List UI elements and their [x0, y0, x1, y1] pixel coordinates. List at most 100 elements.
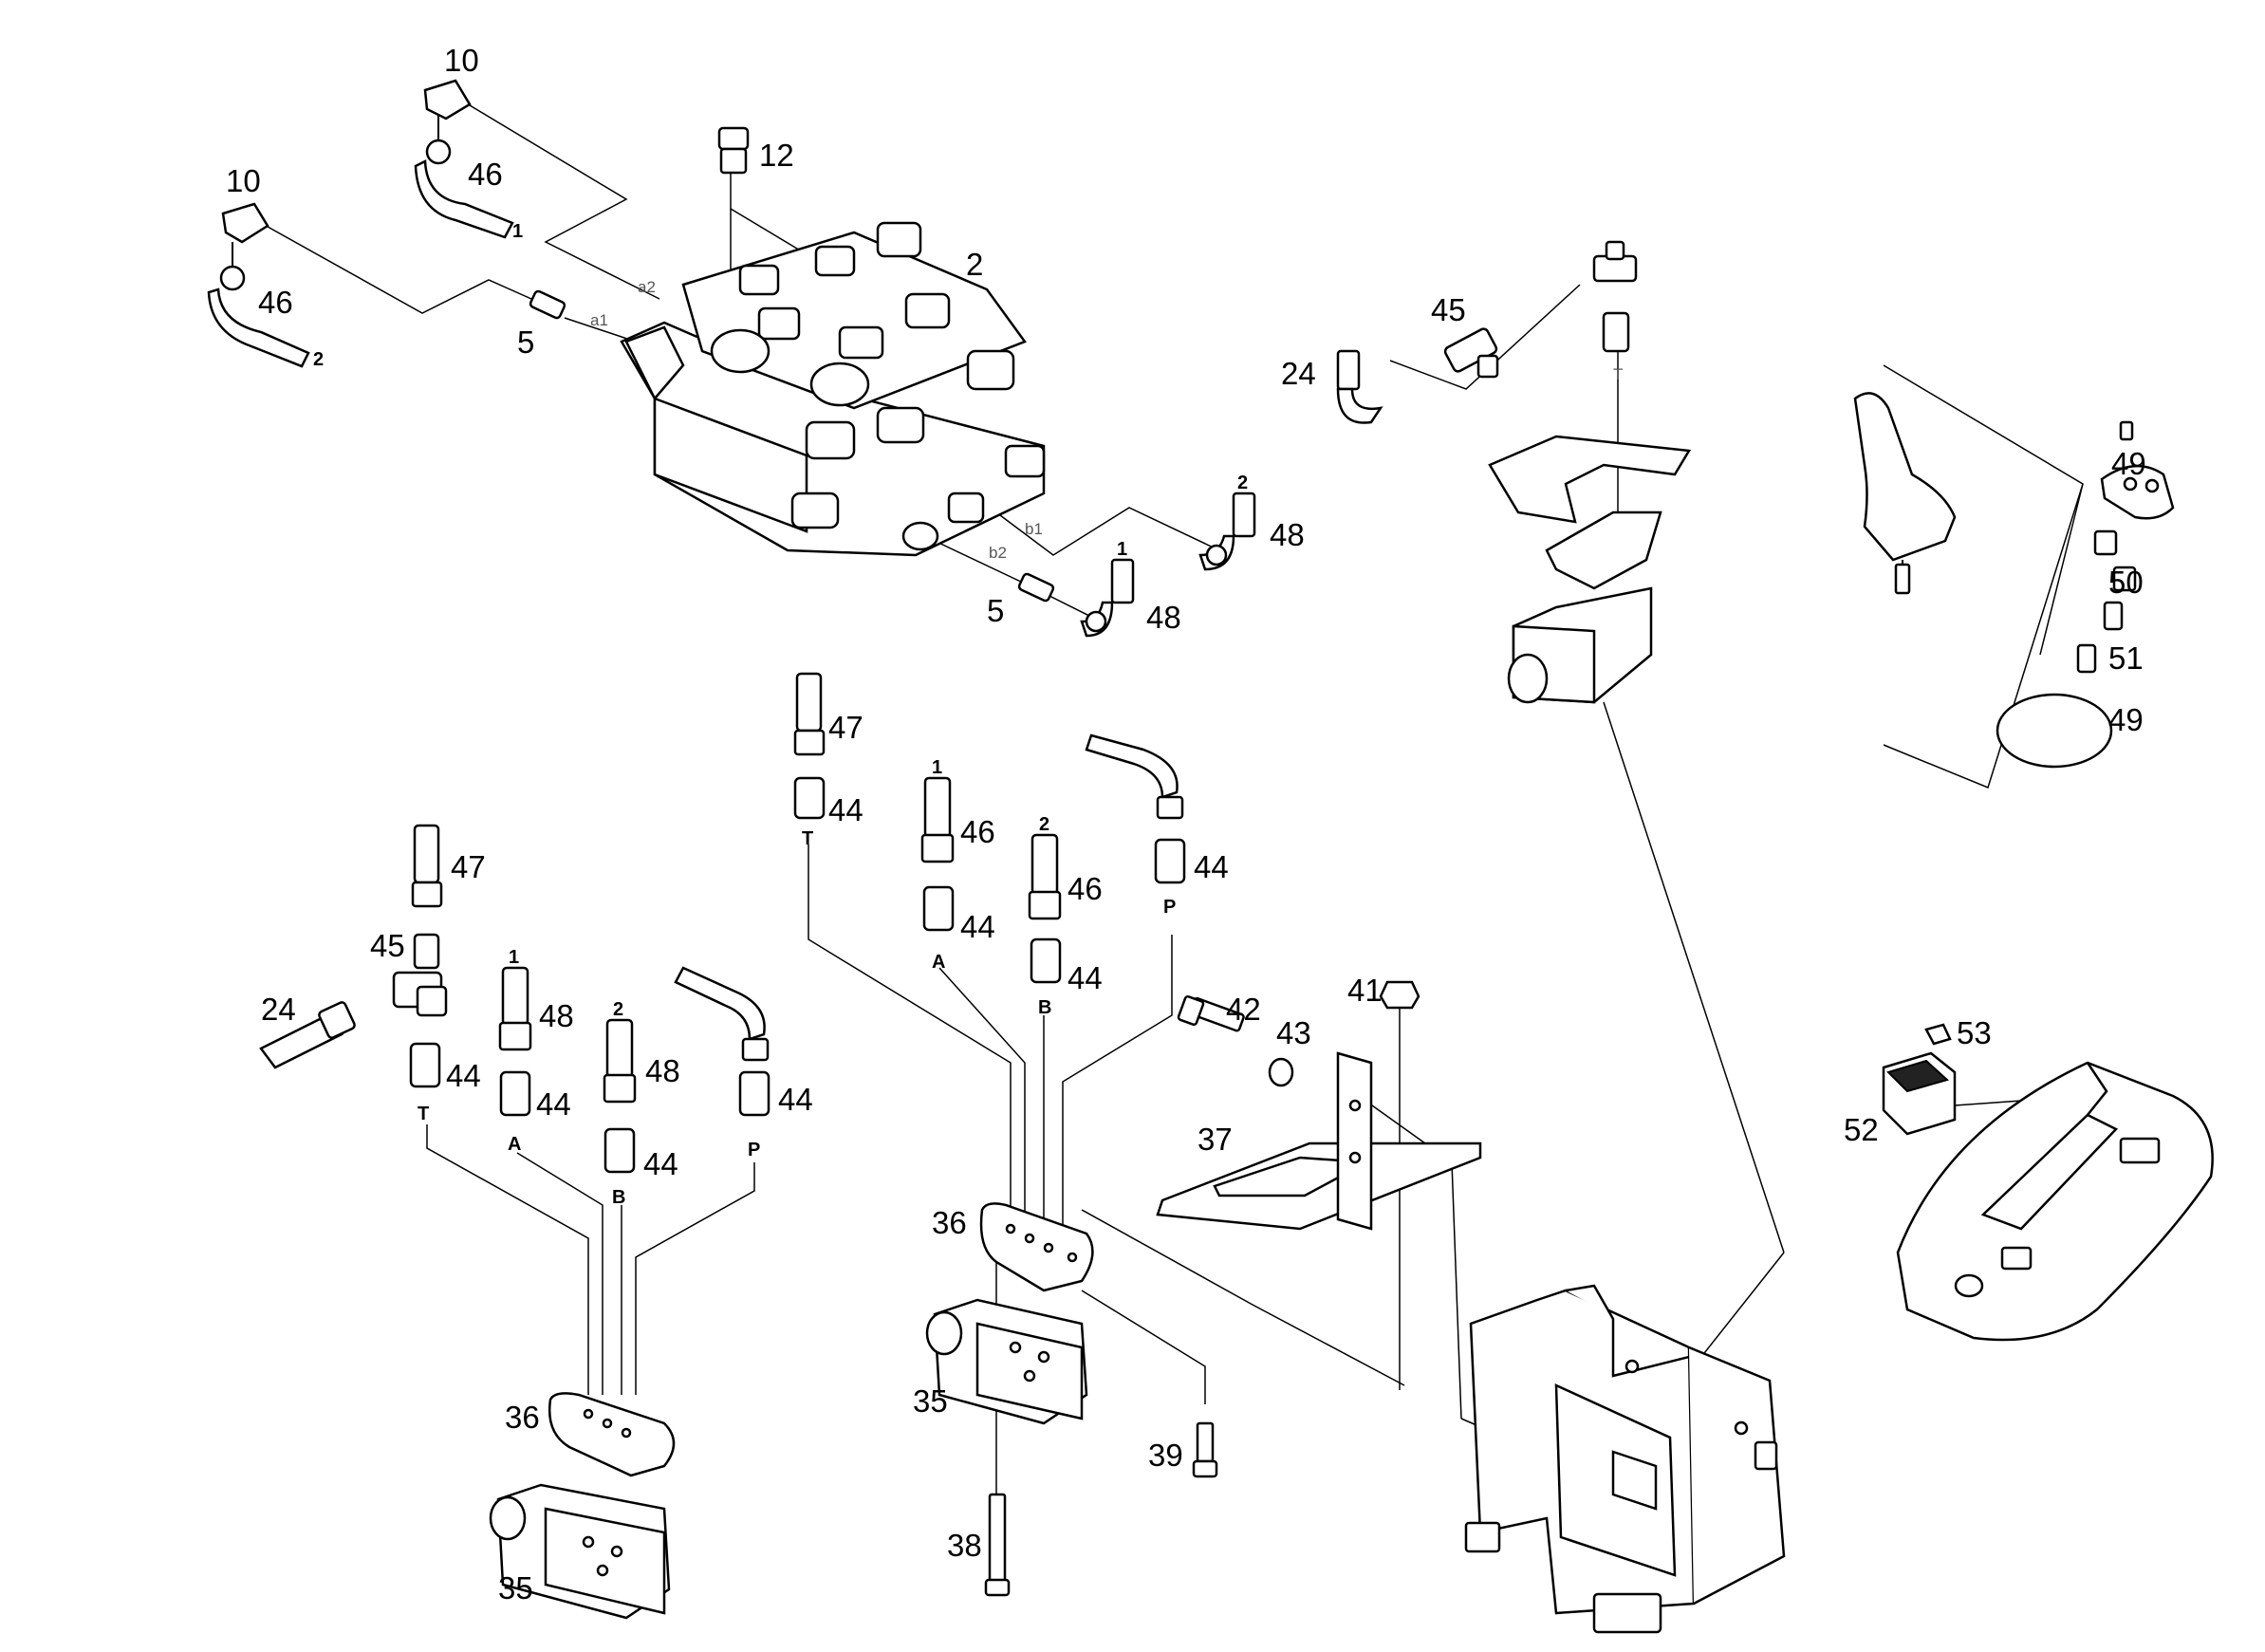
center-valve-35	[925, 1298, 1088, 1425]
left-tee-45	[392, 933, 448, 1017]
bracket-37	[1156, 1051, 1482, 1231]
center-hose-elbow-P	[1085, 733, 1184, 820]
callout-44: 44	[1068, 960, 1103, 995]
hose-mark-1: 1	[509, 947, 519, 968]
port-label-T: T	[802, 828, 813, 849]
center-hose-47	[793, 672, 826, 756]
callout-46: 46	[1068, 871, 1103, 906]
callout-44: 44	[536, 1086, 571, 1122]
switch-cap-53	[1924, 1023, 1952, 1046]
port-label-A: A	[932, 952, 945, 973]
callout-43: 43	[1276, 1015, 1311, 1050]
hose-mark-2: 2	[1039, 814, 1049, 835]
leader-lines	[260, 99, 2089, 1509]
console-cover	[1896, 1061, 2214, 1342]
callout-47: 47	[828, 710, 863, 745]
control-valve-block	[620, 221, 1046, 557]
callout-53: 53	[1957, 1015, 1992, 1050]
callout-46: 46	[468, 157, 503, 192]
callout-labels: 10 10 46 46 12 2 5 5 48 48 45 24 49 50 5…	[226, 43, 2146, 1606]
hose-mark-1: 1	[1117, 539, 1127, 560]
joystick-handle	[1853, 392, 1957, 595]
callout-35: 35	[913, 1383, 948, 1419]
bolt-38	[984, 1493, 1011, 1597]
hose-elbow-10-left	[219, 202, 269, 291]
left-valve-35	[489, 1483, 671, 1620]
left-adapter-44-P	[738, 1070, 770, 1117]
left-hose-elbow-P	[674, 966, 770, 1062]
callout-48: 48	[539, 998, 574, 1033]
callout-45: 45	[1431, 292, 1466, 327]
callout-2: 2	[966, 247, 983, 282]
left-hose-48-2	[603, 1018, 637, 1104]
port-label-b2: b2	[989, 544, 1007, 562]
joystick-base-plate	[1996, 693, 2113, 769]
port-label-P: P	[748, 1140, 760, 1160]
callout-44: 44	[778, 1082, 813, 1117]
hose-mark-1: 1	[932, 757, 942, 778]
callout-41: 41	[1347, 973, 1383, 1008]
port-label-a2: a2	[638, 278, 656, 296]
callout-24: 24	[1281, 356, 1316, 391]
hose-46-left	[207, 288, 310, 368]
callout-37: 37	[1197, 1122, 1233, 1157]
center-adapter-44-T	[793, 776, 826, 820]
solenoid-valve-right	[1507, 586, 1653, 704]
callout-44: 44	[446, 1058, 481, 1093]
callout-24: 24	[261, 992, 296, 1027]
bolt-39	[1192, 1421, 1218, 1478]
callout-48: 48	[645, 1053, 680, 1088]
hose-mark-1: 1	[512, 221, 523, 242]
callout-48: 48	[1146, 600, 1181, 635]
left-adapter-44-B	[603, 1127, 636, 1174]
adapter-plate-right	[1488, 435, 1692, 590]
callout-52: 52	[1844, 1112, 1879, 1147]
left-adapter-44-A	[499, 1070, 531, 1117]
port-label-b1: b1	[1025, 520, 1043, 538]
center-plate-36	[979, 1202, 1094, 1292]
center-adapter-44-A	[922, 885, 955, 932]
callout-49: 49	[2108, 702, 2144, 737]
fitting-12	[717, 126, 750, 175]
callout-50: 50	[2108, 565, 2144, 600]
center-hose-46-2	[1028, 833, 1062, 920]
hose-24-right	[1336, 349, 1383, 424]
port-label-T: T	[418, 1104, 429, 1124]
washer-43	[1268, 1057, 1294, 1087]
callout-5: 5	[987, 593, 1004, 628]
callout-42: 42	[1226, 992, 1261, 1027]
left-hose-24	[259, 1001, 356, 1069]
callout-10: 10	[444, 43, 479, 78]
bolt-42	[1177, 994, 1245, 1032]
tee-fitting-45-right	[1443, 327, 1499, 379]
left-adapter-44-T	[409, 1042, 441, 1088]
port-label-B: B	[612, 1187, 625, 1208]
callout-47: 47	[451, 849, 486, 884]
port-label-B: B	[1038, 997, 1051, 1018]
callout-44: 44	[643, 1146, 678, 1181]
port-labels: a2 a1 b1 b2 1 2 2 1 1 2 1 2 T A B P T A …	[313, 221, 1623, 1208]
callout-51: 51	[2108, 640, 2144, 676]
callout-38: 38	[947, 1528, 982, 1563]
switch-52	[1882, 1051, 1957, 1136]
center-adapter-44-B	[1030, 937, 1062, 984]
hose-48-upper	[1198, 492, 1256, 571]
callout-49: 49	[2111, 446, 2146, 481]
joystick-cover-plate	[2076, 420, 2175, 674]
hose-46-top	[414, 159, 514, 239]
callout-10: 10	[226, 163, 261, 198]
nut-41	[1379, 980, 1420, 1010]
adapter-5-upper	[529, 289, 566, 320]
callout-46: 46	[960, 814, 995, 849]
tee-fitting-top-right	[1592, 240, 1638, 353]
adapter-5-lower	[1017, 572, 1055, 603]
callout-44: 44	[828, 792, 863, 827]
center-hose-46-1	[920, 776, 955, 863]
callout-46: 46	[258, 285, 293, 320]
hose-48-lower	[1080, 558, 1135, 638]
callout-12: 12	[759, 138, 794, 173]
callout-44: 44	[1194, 849, 1229, 884]
callout-36: 36	[505, 1400, 540, 1435]
